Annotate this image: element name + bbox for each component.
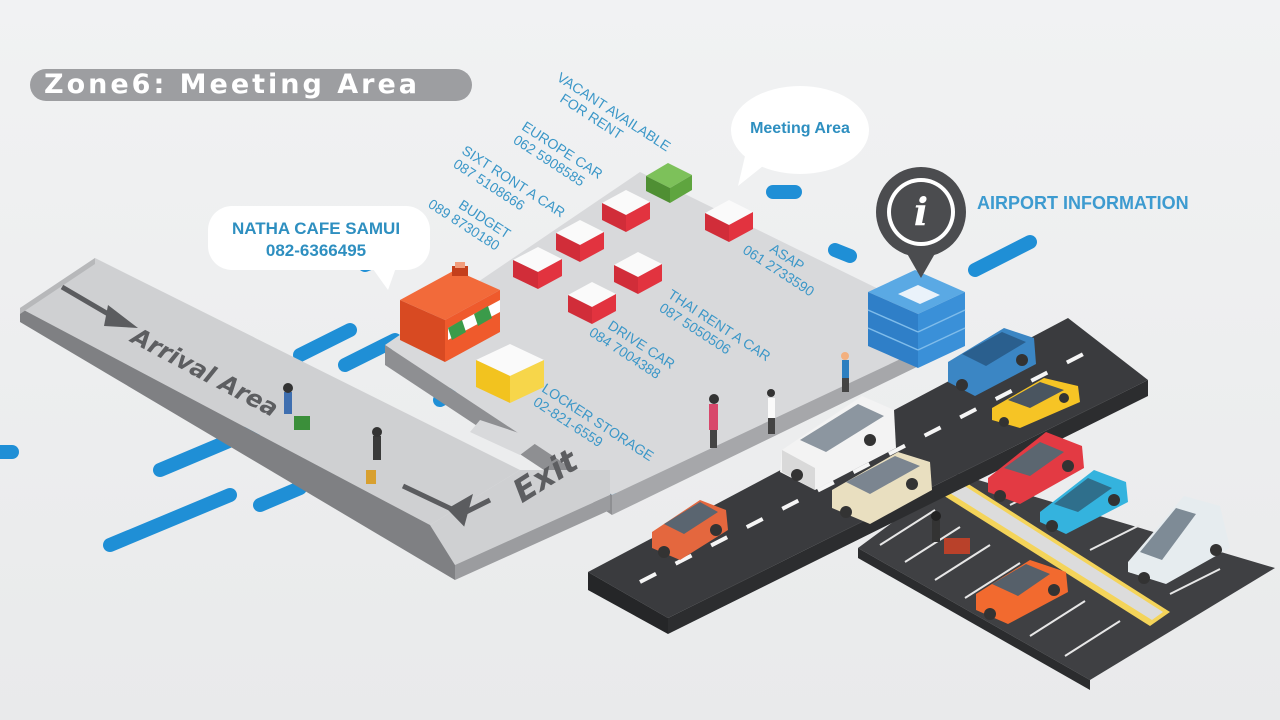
arrival-walkway (20, 258, 610, 580)
vehicle-car-orange (976, 560, 1068, 624)
info-pin-icon (876, 167, 966, 278)
vehicle-taxi-yellow (992, 378, 1080, 428)
cafe-callout: NATHA CAFE SAMUI 082-6366495 (216, 218, 416, 262)
person-waiting (709, 394, 719, 448)
information-building-icon (867, 270, 966, 368)
vehicle-suv-beige (832, 452, 932, 524)
meeting-area-label: Meeting Area (750, 120, 850, 137)
arrow-right-icon (60, 284, 138, 328)
vehicle-suv-red (652, 500, 728, 560)
person-waiting (767, 389, 775, 434)
counter-sixt (556, 220, 604, 262)
people (283, 352, 970, 554)
cafe-callout-bubble (208, 206, 430, 290)
person-waiting (841, 352, 849, 392)
counter-thai-rent (614, 252, 662, 294)
counter-drive-car (568, 282, 616, 324)
arrow-right-icon (401, 483, 492, 527)
meeting-callout-bubble (731, 86, 869, 186)
counter-budget (513, 247, 562, 289)
vehicle-car-red (988, 432, 1084, 504)
counter-asap (705, 200, 753, 242)
vehicle-suv-blue (948, 328, 1036, 396)
cafe-name: NATHA CAFE SAMUI (231, 219, 401, 238)
counter-europe-car (602, 190, 650, 232)
vehicle-car-teal (1040, 470, 1128, 534)
zone-title: Zone6: Meeting Area (44, 69, 420, 100)
vehicle-van-white (780, 396, 896, 490)
road (588, 318, 1148, 634)
airport-information-label: AIRPORT INFORMATION (977, 193, 1189, 213)
person-with-cart (283, 383, 310, 430)
cafe-shop-icon (400, 262, 500, 362)
cafe-phone: 082-6366495 (265, 241, 367, 260)
vehicle-van-light (1128, 496, 1230, 584)
counter-vacant (646, 163, 692, 203)
zone-title-pill (30, 69, 472, 101)
person-with-trolley (931, 511, 970, 554)
counter-locker (476, 344, 544, 403)
info-symbol: i (913, 189, 929, 234)
person-with-luggage (366, 427, 382, 484)
